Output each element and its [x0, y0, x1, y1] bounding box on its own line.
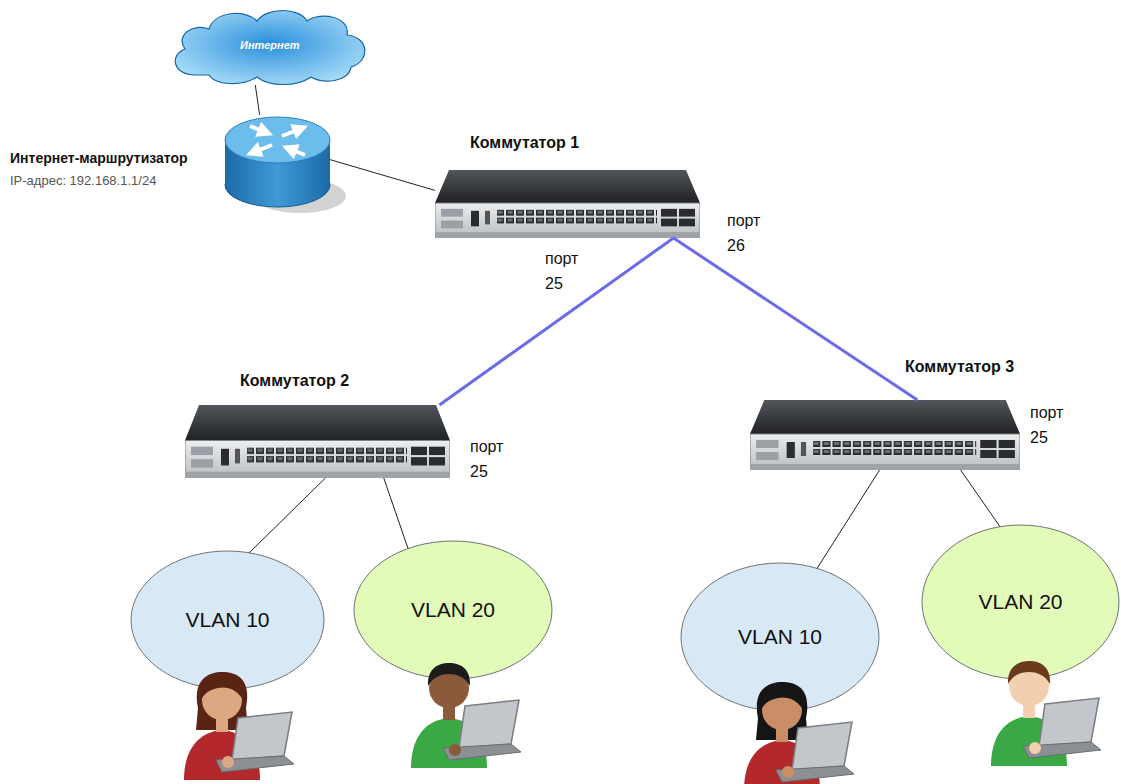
port-label: порт 25	[1030, 400, 1070, 450]
device-label: Коммутатор 2	[240, 372, 349, 390]
vlan-ellipse	[922, 525, 1119, 679]
vlan-circle: VLAN 10	[680, 562, 880, 712]
switch-icon	[435, 170, 700, 238]
vlan-name: VLAN 10	[186, 608, 270, 632]
switch-node: Коммутатор 3	[750, 400, 1020, 470]
user-icon	[411, 663, 521, 768]
switch-node: Коммутатор 2	[185, 405, 450, 478]
router-node: Интернет-маршрутизаторIP-адрес: 192.168.…	[225, 115, 330, 210]
vlan-name: VLAN 20	[979, 590, 1063, 614]
vlan-circle: VLAN 20	[353, 540, 553, 680]
user-icon	[991, 661, 1101, 766]
network-link	[817, 470, 880, 568]
device-label: IP-адрес: 192.168.1.1/24	[10, 173, 156, 188]
vlan-circle: VLAN 20	[921, 524, 1120, 680]
vlan-name: VLAN 20	[411, 598, 495, 622]
port-label: порт 25	[545, 246, 585, 296]
vlan-ellipse	[354, 541, 552, 679]
cloud-outline	[175, 11, 365, 85]
trunk-link	[439, 238, 673, 405]
network-link	[330, 160, 435, 191]
network-link	[961, 470, 1000, 527]
vlan-circle: VLAN 10	[130, 550, 325, 690]
device-label: Коммутатор 1	[470, 134, 579, 152]
vlan-name: VLAN 10	[738, 625, 822, 649]
vlan-ellipse	[681, 563, 879, 711]
vlan-ellipse	[131, 551, 324, 689]
switch-icon	[185, 405, 450, 478]
network-link	[249, 478, 325, 553]
router-arrow	[249, 145, 272, 154]
port-label: порт 26	[727, 208, 767, 258]
router-arrow	[250, 126, 270, 134]
user-icon	[744, 682, 854, 784]
switch-node: Коммутатор 1	[435, 170, 700, 238]
network-link	[384, 478, 408, 549]
router-top	[225, 117, 330, 163]
cloud-label: Интернет	[240, 39, 300, 51]
switch-icon	[750, 400, 1020, 470]
router-icon	[225, 117, 346, 213]
trunk-link	[674, 238, 918, 400]
cloud-shape: Интернет	[165, 5, 375, 85]
network-link	[255, 85, 259, 115]
device-label: Интернет-маршрутизатор	[10, 150, 188, 166]
user-icon	[184, 672, 294, 780]
router-arrow	[285, 147, 305, 155]
port-label: порт 25	[470, 434, 510, 484]
device-label: Коммутатор 3	[905, 358, 1014, 376]
router-arrow	[282, 127, 305, 136]
